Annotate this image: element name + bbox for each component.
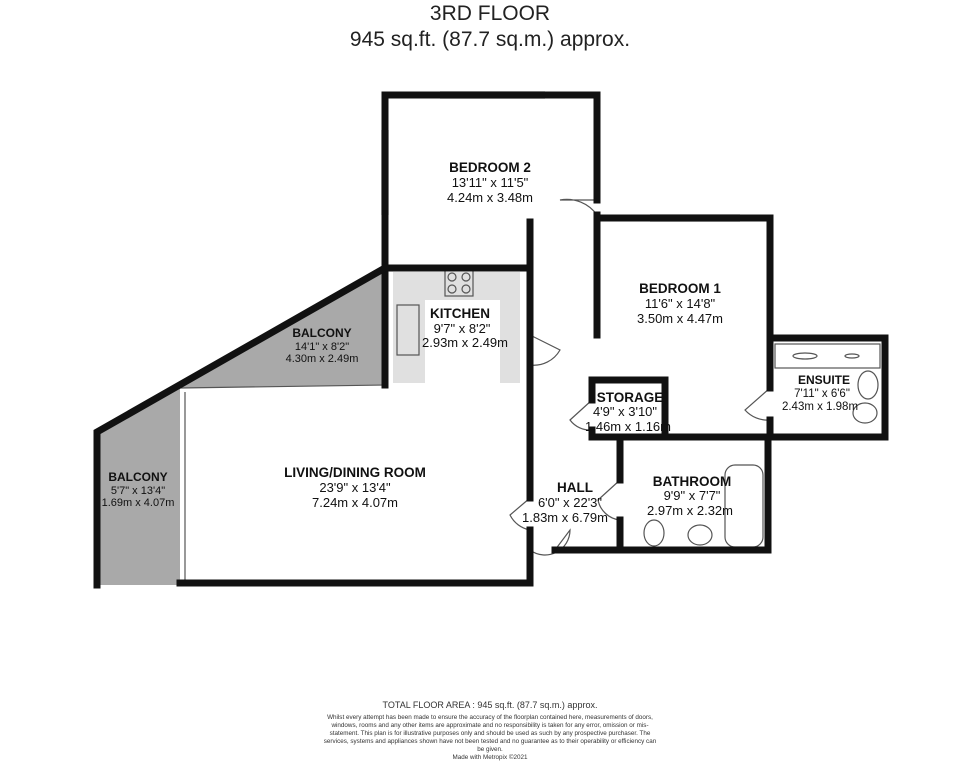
- svg-text:BALCONY: BALCONY: [292, 326, 351, 340]
- room-bedroom-1: BEDROOM 1 11'6" x 14'8" 3.50m x 4.47m: [637, 281, 723, 326]
- svg-text:BEDROOM 2: BEDROOM 2: [449, 160, 531, 175]
- room-ensuite: ENSUITE 7'11" x 6'6" 2.43m x 1.98m: [782, 373, 858, 413]
- room-hall: HALL 6'0" x 22'3" 1.83m x 6.79m: [522, 480, 608, 525]
- room-labels: BEDROOM 2 13'11" x 11'5" 4.24m x 3.48m K…: [102, 160, 858, 525]
- room-balcony-upper: BALCONY 14'1" x 8'2" 4.30m x 2.49m: [286, 326, 359, 365]
- svg-text:5'7" x 13'4": 5'7" x 13'4": [111, 485, 165, 497]
- floor-area: 945 sq.ft. (87.7 sq.m.) approx.: [349, 28, 631, 51]
- svg-text:13'11" x 11'5": 13'11" x 11'5": [452, 175, 529, 190]
- svg-text:BATHROOM: BATHROOM: [653, 474, 732, 489]
- svg-text:2.97m x 2.32m: 2.97m x 2.32m: [647, 503, 733, 518]
- room-balcony-lower: BALCONY 5'7" x 13'4" 1.69m x 4.07m: [102, 470, 175, 509]
- svg-text:3.50m x 4.47m: 3.50m x 4.47m: [637, 311, 723, 326]
- svg-text:2.93m x 2.49m: 2.93m x 2.49m: [422, 335, 508, 350]
- room-bedroom-2: BEDROOM 2 13'11" x 11'5" 4.24m x 3.48m: [447, 160, 533, 205]
- svg-text:BALCONY: BALCONY: [108, 470, 167, 484]
- svg-text:4.24m x 3.48m: 4.24m x 3.48m: [447, 190, 533, 205]
- svg-text:14'1" x 8'2": 14'1" x 8'2": [295, 341, 349, 353]
- svg-text:BEDROOM 1: BEDROOM 1: [639, 281, 721, 296]
- svg-text:4'9" x 3'10": 4'9" x 3'10": [593, 404, 657, 419]
- svg-text:1.83m x 6.79m: 1.83m x 6.79m: [522, 510, 608, 525]
- disclaimer: Whilst every attempt has been made to en…: [320, 714, 660, 762]
- svg-text:1.46m x 1.16m: 1.46m x 1.16m: [585, 419, 671, 434]
- svg-text:23'9" x 13'4": 23'9" x 13'4": [319, 480, 391, 495]
- svg-text:11'6" x 14'8": 11'6" x 14'8": [645, 296, 716, 311]
- kitchen-counter: [393, 272, 520, 383]
- balcony-lower: [97, 388, 180, 585]
- room-kitchen: KITCHEN 9'7" x 8'2" 2.93m x 2.49m: [422, 306, 508, 350]
- svg-text:HALL: HALL: [557, 480, 593, 495]
- svg-text:1.69m x 4.07m: 1.69m x 4.07m: [102, 497, 175, 509]
- svg-text:KITCHEN: KITCHEN: [430, 306, 490, 321]
- svg-text:ENSUITE: ENSUITE: [798, 373, 850, 387]
- room-living-dining: LIVING/DINING ROOM 23'9" x 13'4" 7.24m x…: [284, 465, 426, 510]
- svg-text:7.24m x 4.07m: 7.24m x 4.07m: [312, 495, 398, 510]
- floor-title: 3RD FLOOR: [429, 2, 551, 25]
- credit: Made with Metropix ©2021: [452, 754, 528, 761]
- room-bathroom: BATHROOM 9'9" x 7'7" 2.97m x 2.32m: [647, 474, 733, 518]
- svg-text:7'11" x 6'6": 7'11" x 6'6": [794, 388, 850, 400]
- svg-text:LIVING/DINING ROOM: LIVING/DINING ROOM: [284, 465, 426, 480]
- svg-text:2.43m x 1.98m: 2.43m x 1.98m: [782, 401, 858, 413]
- svg-text:9'7" x 8'2": 9'7" x 8'2": [434, 321, 491, 336]
- svg-text:9'9" x 7'7": 9'9" x 7'7": [664, 488, 721, 503]
- svg-text:STORAGE: STORAGE: [597, 390, 664, 405]
- total-floor-area: TOTAL FLOOR AREA : 945 sq.ft. (87.7 sq.m…: [382, 700, 598, 710]
- room-storage: STORAGE 4'9" x 3'10" 1.46m x 1.16m: [585, 390, 671, 434]
- svg-text:6'0" x 22'3": 6'0" x 22'3": [538, 495, 602, 510]
- disclaimer-text: Whilst every attempt has been made to en…: [323, 714, 657, 753]
- svg-text:4.30m x 2.49m: 4.30m x 2.49m: [286, 353, 359, 365]
